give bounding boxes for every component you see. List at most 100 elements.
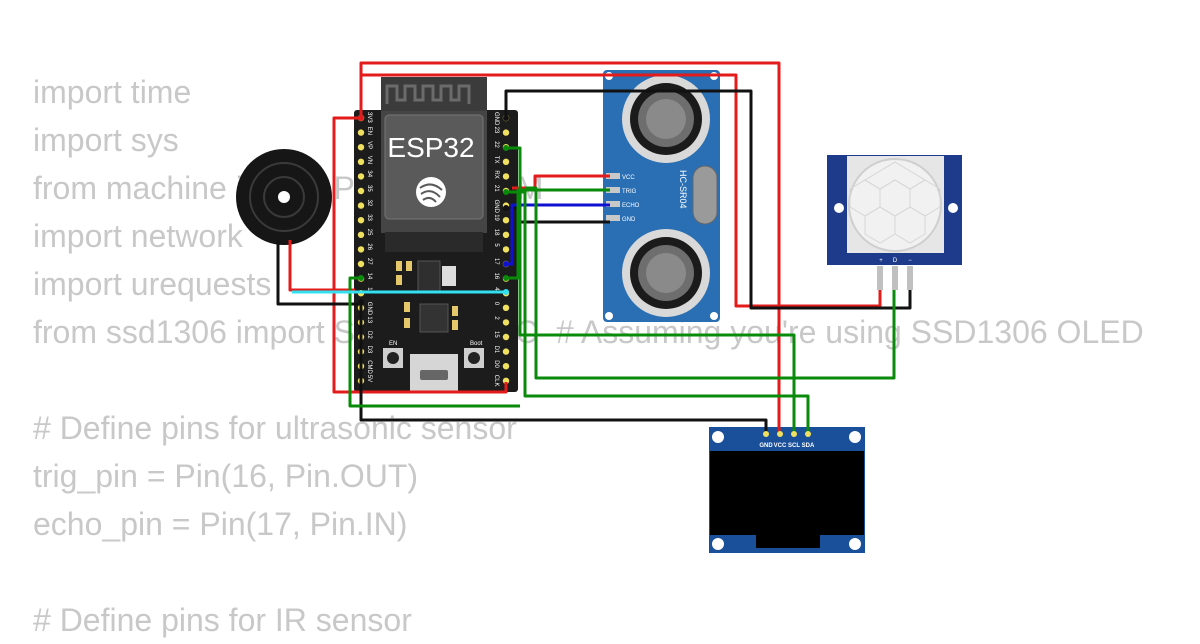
- wire-red-buzzer: [288, 240, 355, 292]
- esp32-pin-left-8[interactable]: 25: [357, 229, 372, 238]
- svg-text:VN: VN: [366, 156, 372, 164]
- wire-blue-echo: [506, 203, 610, 266]
- esp32-pin-right-14[interactable]: 2: [493, 316, 510, 326]
- svg-text:D0: D0: [493, 360, 499, 368]
- oled-pin-scl: SCL: [788, 443, 800, 449]
- esp32-pin-left-3[interactable]: VN: [357, 156, 372, 165]
- svg-text:18: 18: [493, 229, 499, 236]
- svg-text:2: 2: [493, 316, 499, 320]
- svg-text:26: 26: [366, 243, 372, 250]
- transducer-bottom: [622, 229, 710, 317]
- svg-text:0: 0: [493, 302, 499, 306]
- wire-black-gnd-top: [504, 89, 912, 310]
- code-line: # Define pins for ultrasonic sensor: [33, 410, 517, 446]
- wire-green-left: [348, 276, 520, 408]
- svg-text:GND: GND: [493, 112, 499, 126]
- esp32-pin-left-7[interactable]: 33: [357, 214, 372, 224]
- code-line: import sys: [33, 122, 179, 158]
- oled-header-pins: [763, 431, 811, 437]
- wire-green-pir-out: [525, 186, 896, 380]
- esp32-title: ESP32: [387, 132, 474, 163]
- svg-text:5: 5: [493, 243, 499, 247]
- svg-text:14: 14: [366, 273, 372, 280]
- svg-text:D1: D1: [493, 346, 499, 354]
- esp32-pin-left-1[interactable]: EN: [357, 127, 372, 136]
- buzzer[interactable]: [236, 149, 332, 245]
- wire-red-hcsr04-vcc: [512, 174, 610, 190]
- esp32-pin-left-9[interactable]: 26: [357, 243, 372, 253]
- svg-text:19: 19: [493, 214, 499, 221]
- esp32-pin-right-15[interactable]: 15: [493, 331, 510, 341]
- esp32-pin-left-4[interactable]: 34: [357, 170, 372, 180]
- esp32-pin-right-18[interactable]: CLK: [493, 375, 510, 387]
- wires: [276, 61, 912, 432]
- antenna-trace: [385, 84, 471, 104]
- pir-header-pins: [877, 266, 913, 290]
- esp32-pin-left-5[interactable]: 35: [357, 185, 372, 195]
- pir-fresnel-lens: [848, 158, 942, 252]
- svg-text:TX: TX: [493, 156, 499, 164]
- code-line: import network: [33, 218, 243, 254]
- svg-text:4: 4: [493, 287, 499, 291]
- wire-red-3v3-left: [332, 116, 508, 394]
- buzzer-hole: [278, 191, 290, 203]
- esp32-pin-right-13[interactable]: 0: [493, 302, 510, 311]
- hcsr04-pin-trig[interactable]: TRIG: [606, 187, 637, 195]
- pir-sensor[interactable]: + D −: [827, 155, 962, 265]
- esp32-pin-right-8[interactable]: 18: [493, 229, 510, 238]
- code-line: import urequests: [33, 266, 272, 302]
- svg-text:Boot: Boot: [470, 341, 483, 347]
- hcsr04-pin-vcc[interactable]: VCC: [606, 173, 635, 181]
- svg-text:EN: EN: [366, 127, 372, 135]
- voltage-regulator: [417, 260, 441, 292]
- svg-text:25: 25: [366, 229, 372, 236]
- wire-green-trig: [506, 188, 610, 280]
- esp32-pin-left-2[interactable]: VP: [357, 141, 372, 151]
- pir-pin-plus: +: [879, 258, 883, 264]
- usb-port[interactable]: [410, 354, 458, 392]
- esp32-pin-right-4[interactable]: RX: [493, 170, 510, 180]
- esp32-pin-right-7[interactable]: 19: [493, 214, 510, 224]
- svg-text:3V3: 3V3: [366, 112, 372, 123]
- usb-uart-chip: [419, 303, 449, 333]
- hcsr04-pin-gnd[interactable]: GND: [606, 215, 636, 223]
- crystal-oscillator: [692, 165, 718, 225]
- svg-text:CMD: CMD: [366, 360, 372, 374]
- svg-text:23: 23: [493, 127, 499, 134]
- wire-black-buzzer-gnd: [276, 240, 362, 306]
- svg-text:TRIG: TRIG: [622, 189, 637, 195]
- esp32-pin-left-10[interactable]: 27: [357, 258, 372, 268]
- wire-black-oled-gnd: [359, 302, 768, 432]
- svg-text:16: 16: [493, 273, 499, 280]
- esp32-pin-left-6[interactable]: 32: [357, 200, 372, 209]
- svg-text:GND: GND: [493, 200, 499, 214]
- code-line: echo_pin = Pin(17, Pin.IN): [33, 506, 408, 542]
- oled-display[interactable]: GND VCC SCL SDA: [709, 427, 865, 553]
- wire-endpoints: [358, 115, 509, 305]
- en-button[interactable]: EN: [383, 341, 403, 368]
- svg-text:ECHO: ECHO: [622, 203, 640, 209]
- svg-text:GND: GND: [366, 302, 372, 316]
- oled-screen: [710, 451, 864, 535]
- esp32-pin-right-9[interactable]: 5: [493, 243, 510, 253]
- esp32-pin-right-3[interactable]: TX: [493, 156, 510, 165]
- esp32-pin-right-16[interactable]: D1: [493, 346, 510, 355]
- svg-text:D3: D3: [366, 346, 372, 354]
- svg-text:22: 22: [493, 141, 499, 148]
- wire-green-scl: [506, 146, 796, 432]
- svg-text:33: 33: [366, 214, 372, 221]
- svg-text:RX: RX: [493, 170, 499, 178]
- esp32-pin-right-1[interactable]: 23: [493, 127, 510, 136]
- svg-text:32: 32: [366, 200, 372, 207]
- svg-text:35: 35: [366, 185, 372, 192]
- boot-button[interactable]: Boot: [464, 341, 484, 368]
- oled-pin-sda: SDA: [802, 443, 815, 449]
- code-line: trig_pin = Pin(16, Pin.OUT): [33, 458, 419, 494]
- svg-text:27: 27: [366, 258, 372, 265]
- hcsr04-sensor[interactable]: HC-SR04 VCC TRIG ECHO GND: [603, 70, 720, 322]
- esp32-pin-right-17[interactable]: D0: [493, 360, 510, 370]
- hcsr04-label: HC-SR04: [678, 170, 688, 209]
- pir-pin-d: D: [893, 258, 898, 264]
- hcsr04-pin-echo[interactable]: ECHO: [606, 201, 640, 209]
